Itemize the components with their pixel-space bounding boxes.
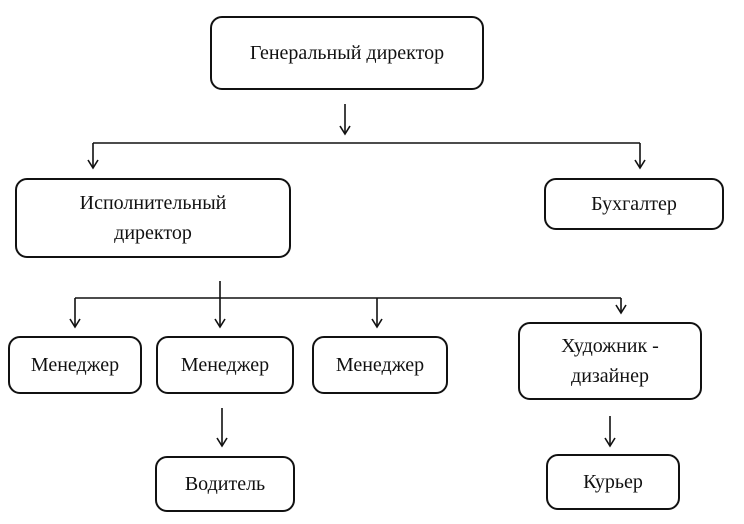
edge-exec-to-manager1 <box>69 298 81 329</box>
edge-general-to-accountant <box>634 143 646 170</box>
node-label: Курьер <box>583 471 643 493</box>
node-label: Художник - дизайнер <box>561 331 659 391</box>
arrowhead-icon <box>69 318 81 329</box>
arrowhead-icon <box>634 159 646 170</box>
node-label: Менеджер <box>180 354 270 376</box>
arrowhead-icon <box>339 125 351 136</box>
node-label: Менеджер <box>30 354 120 376</box>
edge-manager2-to-driver <box>216 408 228 448</box>
node-driver: Водитель <box>155 456 295 512</box>
node-manager-2: Менеджер <box>156 336 294 394</box>
arrowhead-icon <box>371 318 383 329</box>
arrowhead-icon <box>615 304 627 315</box>
node-label: Генеральный директор <box>249 42 445 64</box>
node-label-line: Исполнительный <box>79 192 227 214</box>
edge-artist-to-courier <box>604 416 616 448</box>
edge-exec-to-manager2 <box>214 298 226 329</box>
arrowhead-icon <box>87 159 99 170</box>
node-general-director: Генеральный директор <box>210 16 484 90</box>
node-manager-3: Менеджер <box>312 336 448 394</box>
node-label: Водитель <box>184 473 266 495</box>
node-executive-director: Исполнительный директор <box>15 178 291 258</box>
node-label-line: дизайнер <box>571 365 649 387</box>
arrowhead-icon <box>214 318 226 329</box>
node-manager-1: Менеджер <box>8 336 142 394</box>
node-artist-designer: Художник - дизайнер <box>518 322 702 400</box>
arrowhead-icon <box>216 437 228 448</box>
arrowhead-icon <box>604 437 616 448</box>
node-label: Исполнительный директор <box>80 188 227 248</box>
edge-general-to-trunk <box>339 104 351 136</box>
node-accountant: Бухгалтер <box>544 178 724 230</box>
node-label-line: Художник - <box>561 335 659 357</box>
node-label: Менеджер <box>335 354 425 376</box>
node-label: Бухгалтер <box>591 193 677 215</box>
node-courier: Курьер <box>546 454 680 510</box>
edge-exec-to-manager3 <box>371 298 383 329</box>
edge-exec-to-artist <box>615 298 627 315</box>
edge-general-to-exec <box>87 143 99 170</box>
node-label-line: директор <box>114 222 192 244</box>
